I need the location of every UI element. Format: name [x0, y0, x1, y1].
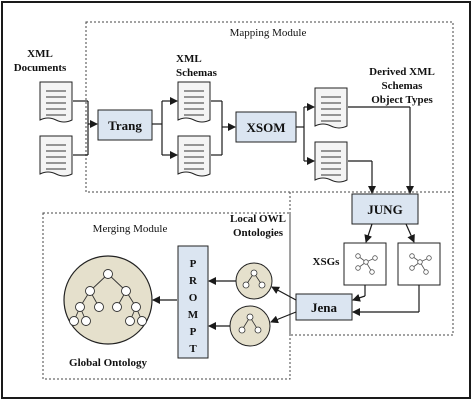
prompt-letter: R [189, 275, 198, 287]
xsgs-label: XSGs [313, 256, 341, 268]
jung-label: JUNG [367, 202, 402, 217]
mapping-module-boundary-lower [289, 192, 454, 336]
xsg-graph-icon [343, 242, 387, 286]
mapping-module-title: Mapping Module [230, 27, 307, 39]
prompt-letter: P [190, 258, 197, 270]
xsom-box [235, 111, 297, 143]
jung-box [351, 193, 419, 225]
flow-arrows [73, 97, 420, 330]
trang-label: Trang [108, 118, 142, 133]
trang-box [97, 109, 153, 141]
xml-document-icon [39, 81, 73, 123]
prompt-letter: T [189, 343, 197, 355]
local-ontology-icon [235, 262, 273, 300]
xml-documents-label-2: Documents [14, 62, 67, 74]
local-owl-label-2: Ontologies [233, 227, 284, 239]
xml-documents-label-1: XML [27, 48, 53, 60]
local-owl-label-1: Local OWL [230, 213, 286, 225]
derived-label-1: Derived XML [369, 66, 435, 78]
jena-label: Jena [311, 300, 338, 315]
mapping-module-boundary [85, 21, 454, 193]
prompt-letter: P [190, 326, 197, 338]
derived-label-3: Object Types [371, 94, 433, 106]
xml-document-icon [39, 135, 73, 177]
xml-schemas-label-1: XML [176, 53, 202, 65]
global-ontology-icon [63, 255, 153, 345]
jena-box [295, 293, 353, 321]
prompt-letter: O [189, 292, 198, 304]
xml-schemas-label-2: Schemas [176, 67, 218, 79]
prompt-box [177, 245, 209, 359]
xml-schema-icon [177, 81, 211, 123]
merging-module-boundary [42, 212, 291, 380]
derived-schema-icon [314, 141, 348, 183]
derived-schema-icon [314, 87, 348, 129]
derived-label-2: Schemas [382, 80, 424, 92]
global-ontology-label: Global Ontology [69, 357, 147, 369]
xml-schema-icon [177, 135, 211, 177]
prompt-letter: M [188, 309, 199, 321]
xsom-label: XSOM [247, 120, 286, 135]
merging-module-title: Merging Module [93, 223, 168, 235]
local-ontology-icon [229, 305, 271, 347]
xsg-graph-icon [397, 242, 441, 286]
